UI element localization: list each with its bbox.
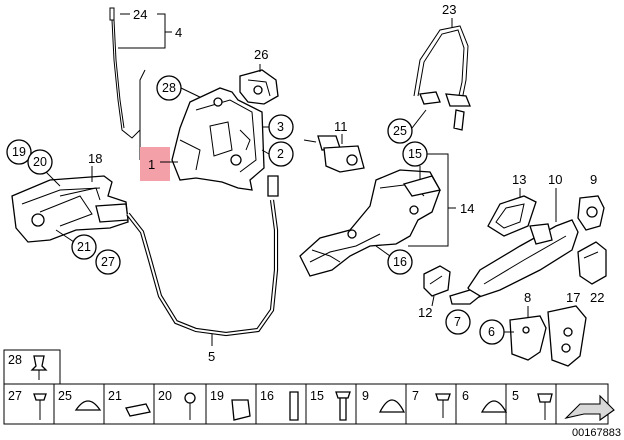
callout-27: 27 [101, 255, 115, 269]
diagram-number: 00167883 [572, 427, 621, 439]
table-cell-27: 27 [8, 389, 22, 403]
table-cell-20: 20 [158, 389, 172, 403]
grommet-icon [378, 399, 406, 413]
table-cell-9: 9 [362, 389, 369, 403]
part-11-microswitch [303, 135, 365, 173]
callout-circle-19 [6, 139, 32, 165]
callout-25: 25 [393, 124, 407, 138]
callout-5: 5 [208, 349, 215, 364]
fastener-table [3, 349, 609, 425]
part-18-handle-carrier [11, 175, 129, 243]
callout-circle-27 [95, 249, 121, 275]
callout-12: 12 [418, 305, 432, 320]
callout-17: 17 [566, 290, 580, 305]
arrow-icon [564, 394, 615, 422]
callout-7: 7 [454, 315, 461, 329]
part-14-carrier [299, 169, 442, 277]
table-cell-6: 6 [462, 389, 469, 403]
callout-26: 26 [254, 47, 268, 62]
part-8-bracket [509, 305, 587, 367]
callout-14: 14 [460, 201, 474, 216]
grommet-icon [74, 400, 102, 411]
callout-circle-21 [71, 234, 97, 260]
callout-10: 10 [548, 172, 562, 187]
part-10-door-handle [467, 219, 579, 299]
clip-nut-icon [125, 403, 151, 417]
callout-15: 15 [408, 147, 422, 161]
part-5-bowden-cable [126, 175, 279, 337]
bolt-icon [289, 391, 299, 421]
screw-icon [537, 393, 553, 420]
part-1-door-lock [171, 87, 265, 191]
part-26-cover [239, 69, 279, 105]
part-13-gasket [487, 195, 537, 237]
callout-3: 3 [277, 120, 284, 134]
callout-24: 24 [133, 7, 147, 22]
callout-20: 20 [33, 155, 47, 169]
callout-18: 18 [88, 151, 102, 166]
part-24-rod [109, 7, 141, 139]
callout-box-1 [140, 147, 170, 181]
callout-circle-16 [387, 249, 413, 275]
table-cell-15: 15 [310, 389, 324, 403]
nut-icon [231, 399, 251, 421]
callout-circle-20 [27, 149, 53, 175]
rivet-icon [335, 391, 351, 421]
callout-4: 4 [175, 25, 182, 40]
callout-circle-25 [387, 118, 413, 144]
part-9-cover-cap [577, 195, 605, 231]
part-23-cable [413, 25, 471, 131]
callout-22: 22 [590, 290, 604, 305]
callout-13: 13 [512, 172, 526, 187]
callout-16: 16 [393, 255, 407, 269]
callout-1: 1 [148, 157, 155, 172]
callout-21: 21 [77, 240, 91, 254]
callout-6: 6 [488, 325, 495, 339]
screw-icon [435, 393, 451, 418]
table-cell-16: 16 [260, 389, 274, 403]
callout-19: 19 [12, 145, 26, 159]
table-cell-25: 25 [58, 389, 72, 403]
callout-circle-7 [445, 309, 471, 335]
table-cell-5: 5 [512, 389, 519, 403]
cap-icon [480, 400, 508, 413]
table-cell-21: 21 [108, 389, 122, 403]
callout-8: 8 [524, 290, 531, 305]
part-22-cover-cap [577, 241, 607, 285]
callout-28: 28 [162, 81, 176, 95]
screw-icon [184, 392, 196, 420]
part-7-clip [449, 289, 482, 305]
screw-icon [33, 393, 47, 420]
callout-2: 2 [277, 147, 284, 161]
callout-11: 11 [334, 119, 348, 134]
table-cell-19: 19 [210, 389, 224, 403]
table-cell-7: 7 [412, 389, 419, 403]
part-12-seal [423, 265, 451, 297]
table-cell-28: 28 [8, 353, 22, 367]
callout-9: 9 [590, 172, 597, 187]
push-pin-icon [30, 355, 48, 371]
callout-23: 23 [442, 2, 456, 17]
